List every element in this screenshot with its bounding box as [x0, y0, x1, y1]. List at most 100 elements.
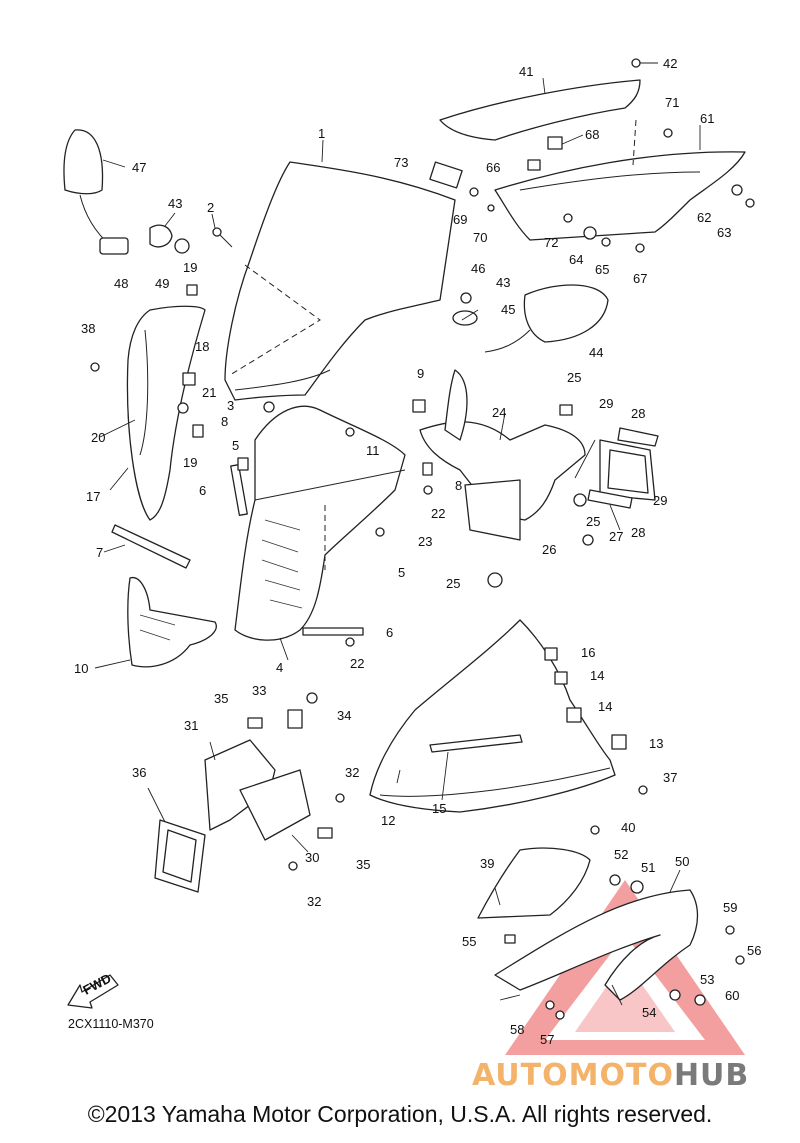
callout-41: 41	[519, 64, 533, 79]
callout-19b: 19	[183, 455, 197, 470]
callout-37: 37	[663, 770, 677, 785]
top-cover-part-41	[439, 79, 641, 141]
callout-33: 33	[252, 683, 266, 698]
callout-31: 31	[184, 718, 198, 733]
callout-25a: 25	[567, 370, 581, 385]
copyright-notice: ©2013 Yamaha Motor Corporation, U.S.A. A…	[87, 1101, 713, 1127]
callout-52: 52	[614, 847, 628, 862]
callout-17: 17	[86, 489, 100, 504]
catalog-code: 2CX1110-M370	[68, 1017, 154, 1031]
callout-14a: 14	[590, 668, 604, 683]
callout-7: 7	[96, 545, 103, 560]
callout-51: 51	[641, 860, 655, 875]
mirror-base-part-43	[149, 224, 190, 254]
seal-strip-part-7	[111, 524, 191, 569]
callout-42: 42	[663, 56, 677, 71]
callout-40: 40	[621, 820, 635, 835]
callout-9: 9	[417, 366, 424, 381]
callout-19a: 19	[183, 260, 197, 275]
callout-20: 20	[91, 430, 105, 445]
callout-53: 53	[700, 972, 714, 987]
callout-23: 23	[418, 534, 432, 549]
callout-59: 59	[723, 900, 737, 915]
air-filter-part-27	[587, 427, 659, 509]
hardware-parts	[90, 58, 755, 1020]
callout-10: 10	[74, 661, 88, 676]
callout-27: 27	[609, 529, 623, 544]
callout-18: 18	[195, 339, 209, 354]
air-duct-part-10	[127, 577, 217, 668]
callout-49: 49	[155, 276, 169, 291]
callout-71: 71	[665, 95, 679, 110]
watermark-part2: HUB	[673, 1058, 750, 1093]
callout-44: 44	[589, 345, 603, 360]
callout-56: 56	[747, 943, 761, 958]
callout-36: 36	[132, 765, 146, 780]
callout-3: 3	[227, 398, 234, 413]
callout-35b: 35	[356, 857, 370, 872]
callout-6a: 6	[199, 483, 206, 498]
callout-46: 46	[471, 261, 485, 276]
callout-39: 39	[480, 856, 494, 871]
callout-5a: 5	[232, 438, 239, 453]
callout-1: 1	[318, 126, 325, 141]
callout-2: 2	[207, 200, 214, 215]
callout-61: 61	[700, 111, 714, 126]
lower-bracket-part-31	[204, 739, 311, 841]
callout-25b: 25	[586, 514, 600, 529]
under-cowl-part-50	[494, 889, 699, 1001]
callout-22b: 22	[350, 656, 364, 671]
callout-6b: 6	[386, 625, 393, 640]
callout-38: 38	[81, 321, 95, 336]
callout-67: 67	[633, 271, 647, 286]
callout-58: 58	[510, 1022, 524, 1037]
callout-62: 62	[697, 210, 711, 225]
leader-lines	[94, 62, 701, 1006]
callout-68: 68	[585, 127, 599, 142]
callout-48: 48	[114, 276, 128, 291]
callout-28a: 28	[631, 406, 645, 421]
callout-55: 55	[462, 934, 476, 949]
callout-63: 63	[717, 225, 731, 240]
callout-21: 21	[202, 385, 216, 400]
callout-26: 26	[542, 542, 556, 557]
callout-72: 72	[544, 235, 558, 250]
side-fairing-part-12	[369, 619, 616, 813]
callout-11: 11	[366, 443, 380, 458]
lower-panel-part-39	[477, 847, 591, 919]
callout-35a: 35	[214, 691, 228, 706]
callout-73: 73	[394, 155, 408, 170]
callout-25c: 25	[446, 576, 460, 591]
mirror-part-47	[63, 129, 129, 255]
callout-29a: 29	[599, 396, 613, 411]
callout-69: 69	[453, 212, 467, 227]
mirror-part-44	[452, 284, 609, 353]
callout-66: 66	[486, 160, 500, 175]
callout-15: 15	[432, 801, 446, 816]
callout-54: 54	[642, 1005, 656, 1020]
side-panel-part-17	[126, 305, 206, 521]
callout-14b: 14	[598, 699, 612, 714]
gasket-part-36	[154, 819, 206, 893]
callout-8a: 8	[221, 414, 228, 429]
callout-70: 70	[473, 230, 487, 245]
callout-34: 34	[337, 708, 351, 723]
callout-32b: 32	[307, 894, 321, 909]
callout-65: 65	[595, 262, 609, 277]
callout-60: 60	[725, 988, 739, 1003]
callout-13: 13	[649, 736, 663, 751]
callout-16: 16	[581, 645, 595, 660]
callout-50: 50	[675, 854, 689, 869]
screw-part-2	[212, 227, 233, 248]
callout-12: 12	[381, 813, 395, 828]
watermark-part1: AUTOMOTO	[472, 1058, 674, 1093]
callout-28b: 28	[631, 525, 645, 540]
cowling-stay-part-24	[419, 369, 586, 541]
side-cover-part-61	[494, 119, 746, 241]
callout-8b: 8	[455, 478, 462, 493]
windscreen-part-1	[224, 161, 456, 401]
callout-5b: 5	[398, 565, 405, 580]
callout-24: 24	[492, 405, 506, 420]
callout-57: 57	[540, 1032, 554, 1047]
